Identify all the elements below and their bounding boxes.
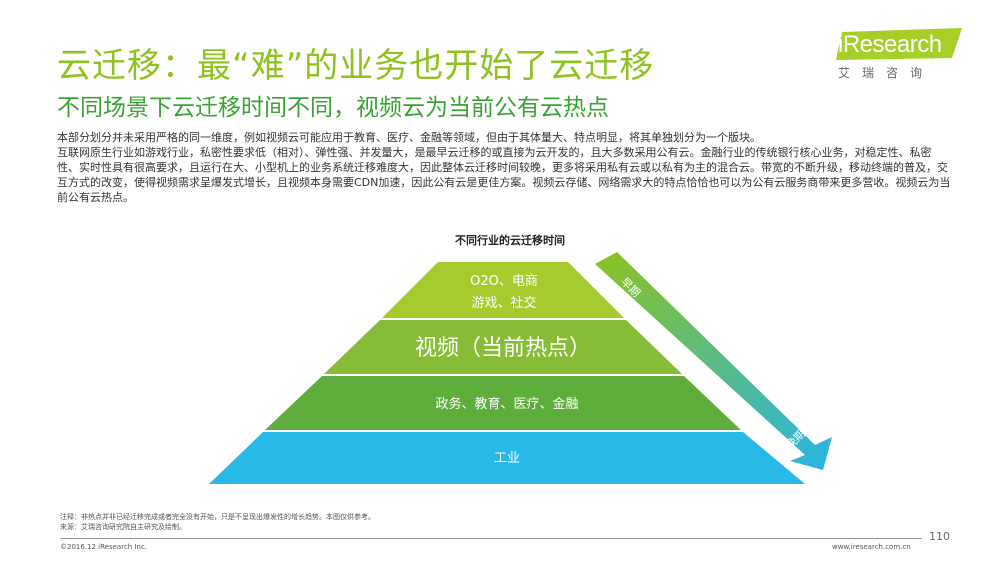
body-paragraph-1: 本部分划分并未采用严格的同一维度，例如视频云可能应用于教育、医疗、金融等领域，但… — [57, 131, 761, 144]
page-title: 云迁移：最“难”的业务也开始了云迁移 — [57, 46, 655, 86]
logo-badge-shape — [836, 28, 962, 60]
footnote-note: 注释：非热点并非已经迁移完成或者完全没有开始，只是不呈现出爆发性的增长趋势。本图… — [60, 513, 375, 521]
page-number: 110 — [929, 530, 950, 543]
page-subtitle: 不同场景下云迁移时间不同，视频云为当前公有云热点 — [57, 95, 609, 121]
level-1-label-line-1: O2O、电商 — [470, 274, 538, 289]
copyright: ©2016.12 iResearch Inc. — [60, 543, 148, 551]
pyramid-level-1 — [382, 262, 624, 318]
footer-divider — [60, 538, 922, 539]
footnote-source: 来源：艾瑞咨询研究院自主研究及绘制。 — [60, 523, 186, 531]
diagram-title: 不同行业的云迁移时间 — [455, 234, 565, 247]
pyramid-level-2 — [324, 320, 682, 374]
level-3-label: 政务、教育、医疗、金融 — [435, 396, 578, 412]
pyramid-level-4 — [209, 432, 805, 484]
time-arrow — [595, 252, 832, 470]
iresearch-logo — [836, 28, 962, 60]
level-2-label: 视频（当前热点） — [415, 336, 591, 361]
body-text: 本部分划分并未采用严格的同一维度，例如视频云可能应用于教育、医疗、金融等领域，但… — [57, 130, 952, 205]
website-link[interactable]: www.iresearch.com.cn — [832, 543, 911, 551]
level-1-label-line-2: 游戏、社交 — [471, 295, 536, 311]
level-4-label: 工业 — [494, 451, 520, 466]
body-paragraph-2: 互联网原生行业如游戏行业，私密性要求低（相对）、弹性强、并发量大，是最早云迁移的… — [57, 146, 951, 204]
footnotes: 注释：非热点并非已经迁移完成或者完全没有开始，只是不呈现出爆发性的增长趋势。本图… — [60, 512, 375, 532]
logo-text: iResearch — [838, 31, 942, 58]
logo-subtitle: 艾瑞咨询 — [838, 66, 935, 80]
pyramid-level-3 — [265, 376, 741, 430]
